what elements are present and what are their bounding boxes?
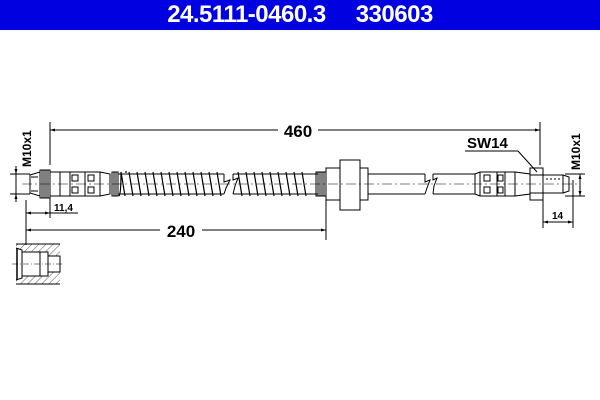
middle-bracket-nut xyxy=(325,159,369,211)
part-number: 24.5111-0460.3 xyxy=(167,1,326,28)
left-thread-dimension xyxy=(10,166,30,202)
sw14-leader xyxy=(465,150,538,173)
left-thread-label: M10x1 xyxy=(20,130,34,167)
port-section-detail xyxy=(12,243,62,285)
hose-spiral-right xyxy=(232,171,327,197)
hose-spiral-left xyxy=(111,171,231,197)
right-fitting xyxy=(474,167,570,201)
right-thread-label: M10x1 xyxy=(569,133,583,170)
dimension-label-240: 240 xyxy=(167,222,195,241)
dimension-label-11-4: 11,4 xyxy=(54,203,73,214)
dimension-460 xyxy=(49,122,541,165)
article-number: 330603 xyxy=(355,1,434,28)
title-banner: 24.5111-0460.3 330603 xyxy=(0,0,600,30)
hose-smooth xyxy=(368,173,475,195)
dimension-11-4 xyxy=(26,195,78,218)
wrench-size-label: SW14 xyxy=(467,135,509,152)
dimension-label-14: 14 xyxy=(552,211,564,222)
right-thread-dimension xyxy=(565,173,585,197)
dimension-240 xyxy=(25,200,327,245)
dimension-label-460: 460 xyxy=(284,122,312,141)
left-fitting xyxy=(29,169,111,199)
